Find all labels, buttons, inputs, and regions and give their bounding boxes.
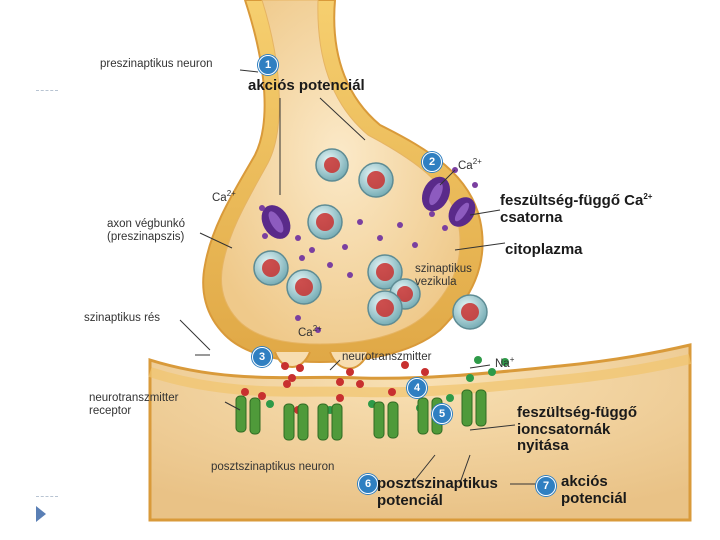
step-badge-3: 3: [252, 347, 272, 367]
label-action-potential-2: akciós potenciál: [561, 473, 627, 507]
calcium-ions: [259, 167, 478, 333]
step-badge-6: 6: [358, 474, 378, 494]
bullet-triangle-icon: [36, 506, 46, 522]
fused-vesicle-1: [274, 351, 311, 368]
label-postsynaptic-neuron: posztszinaptikus neuron: [211, 461, 335, 473]
label-cytoplasm: citoplazma: [505, 241, 583, 258]
step-badge-7: 7: [536, 476, 556, 496]
divider-left-bottom: [36, 496, 58, 497]
label-synaptic-cleft: szinaptikus rés: [84, 312, 161, 324]
step-badge-4: 4: [407, 378, 427, 398]
ca-channel-left: [261, 205, 291, 239]
ca-channel-right: [448, 197, 476, 227]
label-voltage-ca-channel: feszültség-függő Ca2+ csatorna: [500, 192, 653, 226]
label-synaptic-vesicle: szinaptikus vezikula: [415, 263, 472, 288]
label-ca-left: Ca2+: [212, 189, 236, 204]
label-neurotransmitter: neurotranszmitter: [342, 351, 432, 363]
postsynaptic-inner-band: [148, 354, 692, 398]
neurotransmitter-molecules: [241, 361, 429, 414]
step-badge-2: 2: [422, 152, 442, 172]
pointer-lines: [179, 69, 540, 485]
label-action-potential: akciós potenciál: [248, 77, 365, 94]
vesicles: [253, 148, 488, 330]
label-axon-terminal: axon végbunkó (preszinapszis): [107, 218, 186, 243]
step-badge-1: 1: [258, 55, 278, 75]
label-postsynaptic-potential: posztszinaptikus potenciál: [377, 475, 498, 509]
step-badge-5: 5: [432, 404, 452, 424]
label-na: Na+: [495, 355, 515, 370]
ca-channel-top: [421, 176, 451, 212]
label-voltage-ion-channels: feszültség-függő ioncsatornák nyitása: [517, 404, 637, 454]
label-nt-receptor: neurotranszmitter receptor: [89, 392, 179, 417]
label-ca-top: Ca2+: [458, 157, 482, 172]
label-ca-bottom: Ca2+: [298, 324, 322, 339]
divider-left-top: [36, 90, 58, 91]
label-presynaptic-neuron: preszinaptikus neuron: [100, 58, 213, 70]
